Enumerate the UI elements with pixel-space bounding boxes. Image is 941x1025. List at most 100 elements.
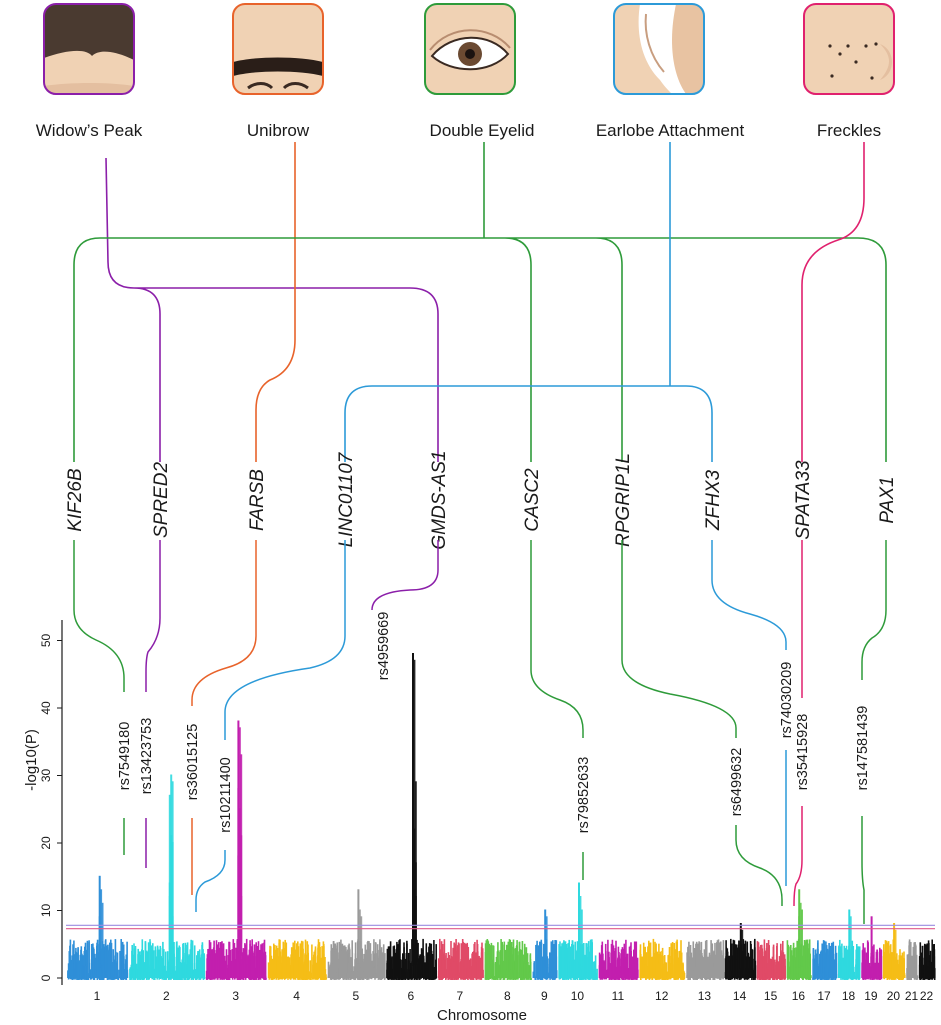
snp-point bbox=[245, 938, 248, 978]
snp-point bbox=[807, 959, 809, 978]
snp-point bbox=[603, 974, 605, 978]
snp-point bbox=[633, 941, 636, 978]
snp-point bbox=[826, 948, 829, 978]
snp-point bbox=[681, 972, 683, 978]
snp-point bbox=[256, 974, 258, 978]
snp-point bbox=[184, 942, 187, 978]
snp-point bbox=[176, 977, 178, 980]
snp-point bbox=[545, 975, 548, 978]
snp-point bbox=[456, 965, 458, 978]
snp-point bbox=[147, 976, 149, 979]
snp-point bbox=[605, 977, 607, 980]
snp-point bbox=[522, 978, 524, 980]
snp-point bbox=[626, 969, 628, 978]
snp-point bbox=[313, 955, 316, 978]
snp-point bbox=[644, 964, 647, 978]
snp-point bbox=[305, 969, 307, 978]
snp-point bbox=[295, 972, 298, 978]
snp-point bbox=[256, 946, 259, 978]
snp-point bbox=[85, 977, 87, 980]
snp-point bbox=[415, 961, 418, 978]
snp-point bbox=[842, 965, 845, 978]
snp-point bbox=[122, 977, 124, 980]
snp-point bbox=[822, 940, 825, 978]
snp-point bbox=[710, 972, 712, 978]
snp-point bbox=[510, 969, 512, 978]
snp-point bbox=[207, 958, 210, 978]
connector-double-eyelid bbox=[73, 142, 887, 462]
snp-point bbox=[110, 973, 112, 978]
snp-point bbox=[748, 956, 751, 978]
snp-point bbox=[291, 976, 293, 979]
snp-point bbox=[834, 970, 837, 978]
snp-point bbox=[812, 977, 814, 980]
snp-point bbox=[518, 941, 521, 978]
snp-point bbox=[217, 950, 220, 978]
snp-point bbox=[124, 977, 127, 980]
snp-point bbox=[857, 966, 860, 978]
snp-point bbox=[75, 961, 77, 978]
snp-point bbox=[359, 977, 361, 980]
snp-point bbox=[757, 958, 759, 978]
peak-point bbox=[240, 835, 243, 956]
snp-point bbox=[317, 947, 319, 978]
snp-point bbox=[401, 977, 404, 980]
snp-point bbox=[822, 977, 825, 980]
snp-point bbox=[625, 958, 627, 978]
snp-point bbox=[92, 947, 95, 978]
snp-point bbox=[158, 949, 160, 978]
snp-point bbox=[361, 977, 363, 980]
snp-point bbox=[306, 977, 308, 980]
snp-point bbox=[624, 978, 626, 980]
snp-point bbox=[143, 970, 145, 978]
snp-point bbox=[799, 970, 801, 978]
snp-point bbox=[384, 976, 386, 979]
snp-point bbox=[699, 977, 702, 980]
double-eyelid-icon bbox=[425, 4, 515, 94]
snp-point bbox=[332, 941, 335, 978]
snp-point bbox=[827, 977, 830, 980]
snp-point bbox=[588, 977, 591, 980]
snp-point bbox=[219, 960, 221, 978]
snp-point bbox=[587, 941, 590, 978]
snp-point bbox=[805, 977, 807, 980]
snp-point bbox=[795, 947, 797, 978]
snp-point bbox=[210, 977, 213, 980]
snp-point bbox=[495, 977, 498, 979]
snp-point bbox=[114, 977, 116, 980]
snp-point bbox=[104, 951, 107, 978]
snp-point bbox=[231, 977, 234, 980]
snp-point bbox=[423, 958, 425, 978]
snp-point bbox=[718, 950, 721, 978]
snp-point bbox=[727, 978, 730, 980]
snp-point bbox=[658, 970, 661, 978]
chromosome-7-points bbox=[437, 938, 484, 980]
snp-point bbox=[449, 973, 452, 978]
peak-point bbox=[798, 916, 801, 968]
snp-point bbox=[345, 953, 348, 978]
snp-point bbox=[173, 972, 175, 978]
snp-point bbox=[160, 956, 163, 978]
snp-point bbox=[751, 978, 753, 980]
chromosome-19-points bbox=[861, 916, 883, 980]
snp-point bbox=[588, 971, 590, 978]
snp-point bbox=[156, 945, 159, 978]
snp-point bbox=[502, 960, 505, 978]
snp-point bbox=[350, 971, 353, 978]
snp-point bbox=[451, 956, 453, 978]
snp-point bbox=[183, 974, 185, 978]
snp-point bbox=[345, 977, 347, 980]
snp-point bbox=[170, 977, 172, 980]
snp-point bbox=[292, 977, 295, 980]
snp-point bbox=[410, 967, 412, 978]
snp-point bbox=[573, 965, 576, 978]
snp-point bbox=[857, 946, 859, 978]
snp-point bbox=[674, 978, 677, 980]
snp-point bbox=[626, 953, 629, 978]
snp-point bbox=[607, 967, 610, 978]
snp-point bbox=[681, 978, 683, 980]
snp-point bbox=[272, 974, 275, 978]
snp-point bbox=[545, 977, 548, 980]
snp-point bbox=[855, 977, 857, 980]
snp-point bbox=[418, 958, 420, 978]
